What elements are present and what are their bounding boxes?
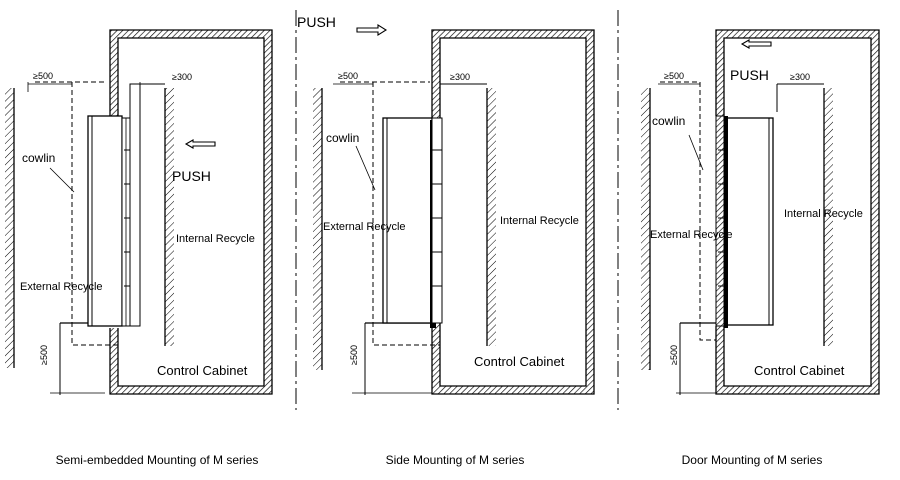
dimension-label: ≥500 [39,345,49,365]
control-cabinet-label: Control Cabinet [157,363,248,378]
internal-recycle-label: Internal Recycle [176,233,255,245]
external-recycle-label: External Recycle [650,229,733,241]
push-label: PUSH [297,14,336,30]
control-cabinet-label: Control Cabinet [474,354,565,369]
control-cabinet-label: Control Cabinet [754,363,845,378]
air-conditioner-unit [382,117,433,324]
cabinet-wall [431,29,595,395]
dimension-label: ≥500 [338,71,358,81]
panel-semi-embedded: ≥500 ≥300 ≥500 PUSH cowlin External Recy… [5,29,273,467]
push-arrow-right [356,24,388,36]
internal-recycle-label: Internal Recycle [500,215,579,227]
dimension-label: ≥500 [669,345,679,365]
dimension-label: ≥300 [450,72,470,82]
panel-caption: Door Mounting of M series [682,453,823,467]
panel-door-mounting: ≥500 ≥300 ≥500 PUSH cowlin External Recy… [641,29,880,467]
panel-caption: Semi-embedded Mounting of M series [56,453,259,467]
push-label: PUSH [172,168,211,184]
cowlin-label: cowlin [326,131,359,145]
air-conditioner-unit [87,115,123,327]
push-arrow-left [184,139,216,149]
internal-recycle-label: Internal Recycle [784,208,863,220]
dimension-label: ≥500 [349,345,359,365]
external-recycle-label: External Recycle [323,221,406,233]
panel-side-mounting: ≥500 ≥300 ≥500 PUSH cowlin External Recy… [297,14,595,467]
dimension-label: ≥500 [664,71,684,81]
cowlin-label: cowlin [652,114,685,128]
push-arrow-left [740,39,772,49]
cowlin-label: cowlin [22,151,55,165]
push-label: PUSH [730,67,769,83]
panel-caption: Side Mounting of M series [386,453,525,467]
dimension-label: ≥300 [172,72,192,82]
dimension-label: ≥300 [790,72,810,82]
external-recycle-label: External Recycle [20,281,103,293]
dimension-label: ≥500 [33,71,53,81]
air-conditioner-unit [726,117,774,326]
